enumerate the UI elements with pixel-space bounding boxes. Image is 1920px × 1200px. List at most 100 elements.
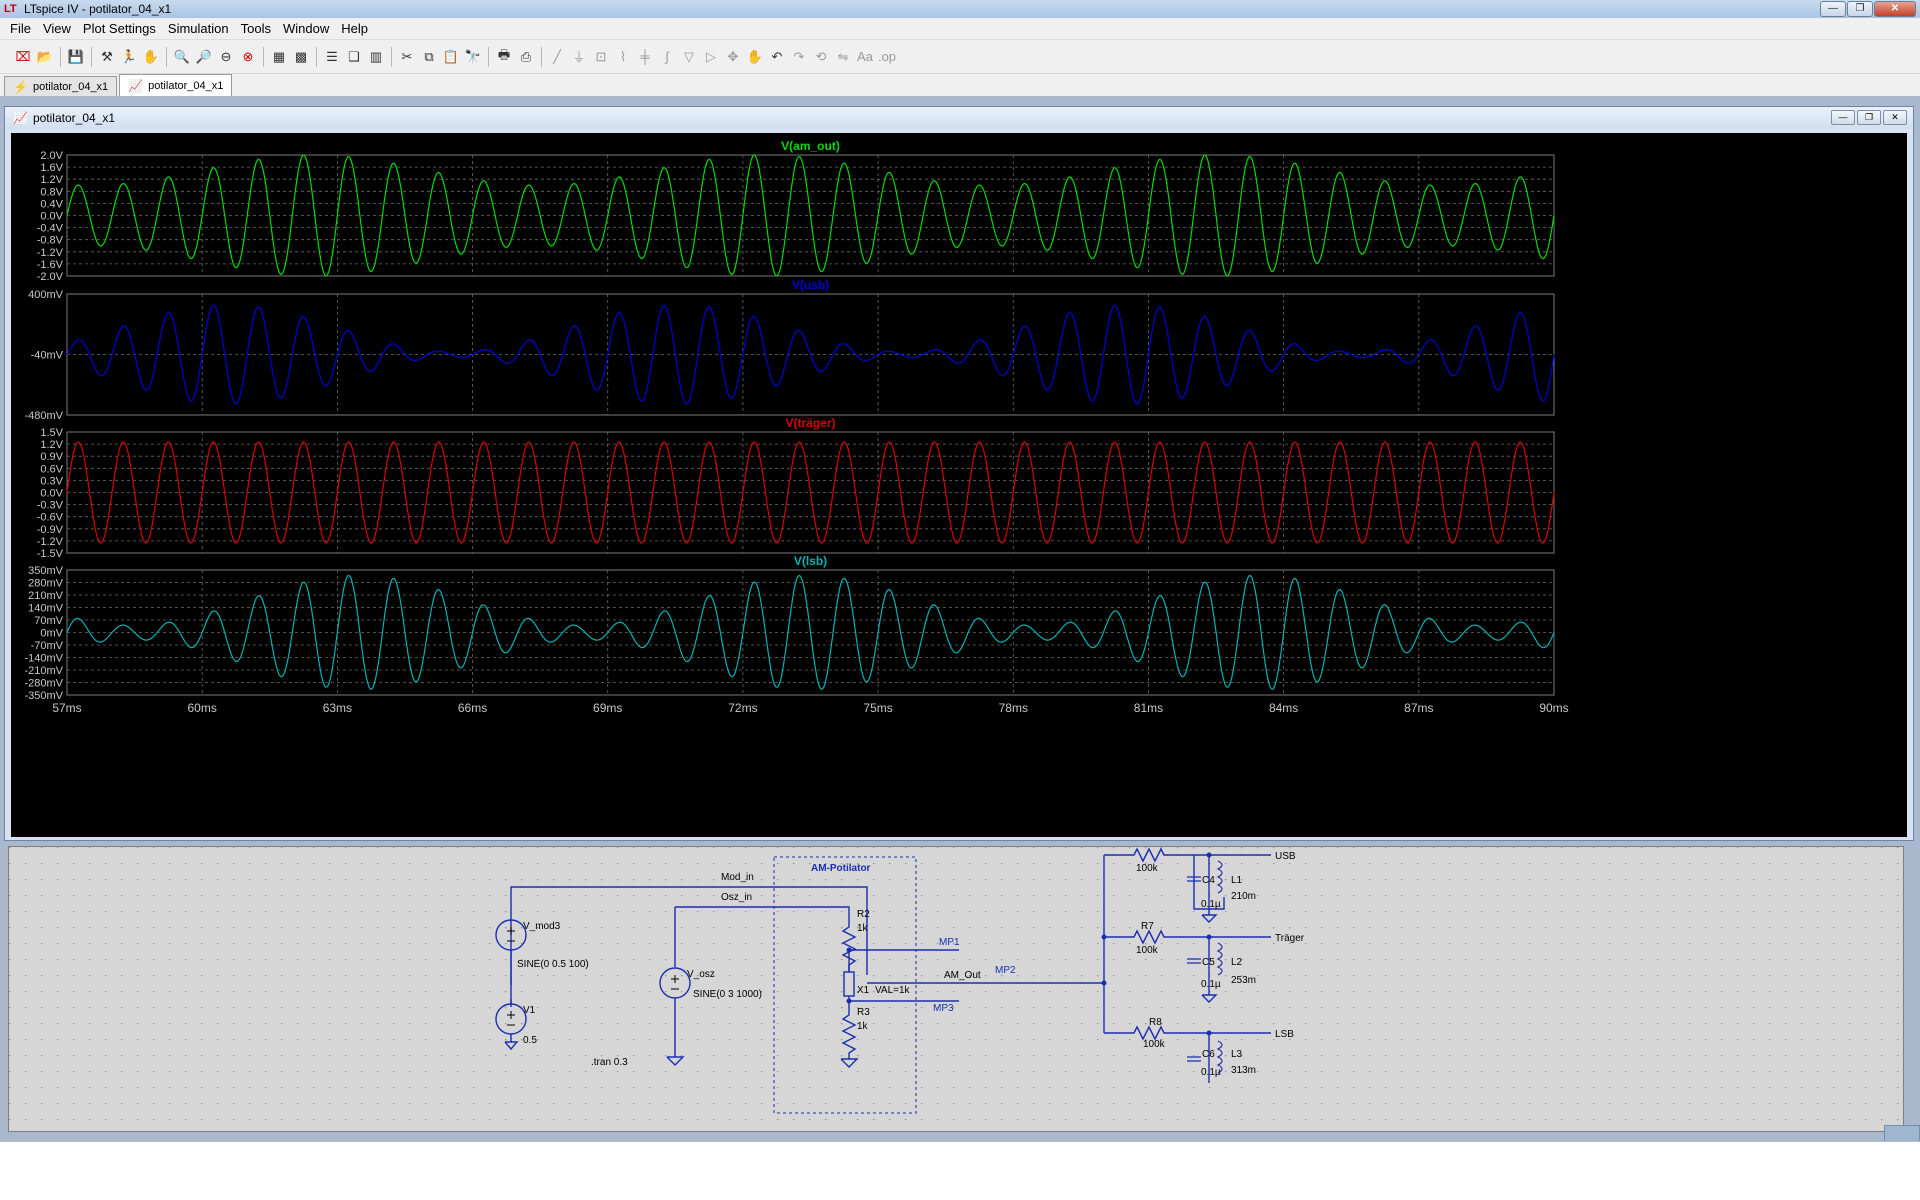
trace-title: V(am_out) — [781, 139, 840, 153]
zoom-out-icon[interactable]: ⊖ — [220, 48, 232, 64]
trace-2 — [66, 441, 1555, 544]
text-icon[interactable]: Aa — [857, 49, 873, 64]
move-icon[interactable]: ✥ — [727, 48, 739, 64]
find-icon[interactable]: 🔭 — [464, 48, 482, 64]
v-osz-label: V_osz — [687, 969, 715, 980]
waveform-svg[interactable]: 2.0V1.6V1.2V0.8V0.4V0.0V-0.4V-0.8V-1.2V-… — [11, 133, 1907, 837]
mdi-restore-button[interactable]: ❐ — [1857, 110, 1881, 125]
menu-tools[interactable]: Tools — [240, 21, 271, 36]
l1-symbol — [1216, 860, 1223, 894]
x1-value: VAL=1k — [875, 985, 911, 996]
tab-schematic[interactable]: ⚡ potilator_04_x1 — [4, 76, 118, 96]
cascade-icon[interactable]: ❏ — [348, 48, 360, 64]
rotate-icon[interactable]: ⟲ — [815, 48, 827, 64]
menu-view[interactable]: View — [42, 21, 71, 36]
x-tick-label: 81ms — [1134, 701, 1163, 715]
y-tick-label: 1.5V — [40, 427, 63, 439]
schematic-svg[interactable]: Mod_in Osz_in AM-Potilator V_mod3 SINE(0… — [9, 847, 1905, 1133]
menu-plot-settings[interactable]: Plot Settings — [82, 21, 156, 36]
ground-icon[interactable]: ⏚ — [572, 50, 586, 65]
open-icon[interactable]: 📂 — [36, 48, 54, 64]
mdi-minimize-button[interactable]: — — [1831, 110, 1855, 125]
schematic-wires — [495, 847, 1271, 1083]
print-setup-icon[interactable]: 🖶 — [497, 46, 511, 62]
autorange-icon[interactable]: ▦ — [272, 48, 286, 64]
pan-icon[interactable]: 🔎 — [195, 48, 213, 64]
v1-label: V1 — [523, 1005, 536, 1016]
mdi-close-button[interactable]: ✕ — [1883, 110, 1907, 125]
y-tick-label: 1.2V — [40, 439, 63, 451]
v-mod3-value: SINE(0 0.5 100) — [517, 959, 589, 970]
undo-icon[interactable]: ↶ — [771, 48, 783, 64]
tile-horizontal-icon[interactable]: ☰ — [326, 48, 338, 64]
toolbar-separator — [91, 46, 92, 67]
capacitor-icon[interactable]: ╪ — [640, 49, 650, 64]
r2-value: 1k — [857, 923, 869, 934]
minimize-button[interactable]: — — [1820, 1, 1846, 17]
trace-title: V(usb) — [792, 278, 829, 292]
schematic-window[interactable]: Mod_in Osz_in AM-Potilator V_mod3 SINE(0… — [8, 846, 1905, 1133]
resistor-icon[interactable]: ⌇ — [619, 48, 627, 64]
c4-value: 0.1µ — [1201, 899, 1221, 910]
y-tick-label: 350mV — [28, 565, 64, 577]
tab-label: potilator_04_x1 — [32, 80, 109, 93]
trace-title: V(lsb) — [794, 554, 827, 568]
component-icon[interactable]: ▷ — [706, 48, 716, 64]
c4-label: C4 — [1202, 875, 1215, 886]
r7-label: R7 — [1141, 921, 1154, 932]
y-tick-label: 0.6V — [40, 463, 63, 475]
toolbar-separator — [391, 46, 392, 67]
y-tick-label: -1.2V — [37, 247, 64, 259]
wire-icon[interactable]: ╱ — [553, 48, 561, 64]
close-button[interactable]: ✕ — [1874, 1, 1916, 17]
waveform-icon: 📈 — [128, 78, 144, 93]
y-tick-label: -350mV — [24, 690, 63, 702]
tab-waveform[interactable]: 📈 potilator_04_x1 — [119, 74, 233, 96]
redo-icon[interactable]: ↷ — [793, 48, 805, 64]
c5-value: 0.1µ — [1201, 979, 1221, 990]
maximize-button[interactable]: ❐ — [1847, 1, 1873, 17]
halt-icon[interactable]: ✋ — [142, 48, 160, 64]
y-tick-label: -480mV — [24, 410, 63, 422]
control-panel-icon[interactable]: ⚒ — [101, 48, 113, 64]
paste-icon[interactable]: 📋 — [442, 48, 460, 64]
menu-window[interactable]: Window — [282, 21, 330, 36]
inductor-icon[interactable]: ∫ — [665, 49, 669, 64]
r7-value: 100k — [1136, 945, 1159, 956]
menu-simulation[interactable]: Simulation — [167, 21, 229, 36]
print-icon[interactable]: ⎙ — [520, 48, 532, 64]
copy-icon[interactable]: ⧉ — [424, 48, 434, 64]
v1-value: 0.5 — [523, 1035, 537, 1046]
zoom-fit-icon[interactable]: ⊗ — [242, 48, 254, 64]
y-tick-label: 0.0V — [40, 488, 63, 500]
y-tick-label: 140mV — [28, 603, 64, 615]
mp3-label: MP3 — [933, 1003, 954, 1014]
save-icon[interactable]: 💾 — [67, 48, 85, 64]
schematic-grid — [9, 847, 1905, 1133]
diode-icon[interactable]: ▽ — [684, 48, 694, 64]
mirror-icon[interactable]: ⇋ — [837, 48, 849, 64]
y-tick-label: -1.5V — [37, 548, 64, 560]
c6-value: 0.1µ — [1201, 1067, 1221, 1078]
tile-vertical-icon[interactable]: ▥ — [369, 48, 383, 64]
r8-value: 100k — [1143, 1039, 1166, 1050]
mp2-label: MP2 — [995, 965, 1016, 976]
zoom-in-icon[interactable]: 🔍 — [173, 48, 191, 64]
trace-0 — [66, 154, 1555, 277]
l2-symbol — [1216, 942, 1223, 976]
am-potilator-label: AM-Potilator — [811, 863, 871, 874]
cut-icon[interactable]: ✂ — [401, 48, 413, 64]
grid-icon[interactable]: ▩ — [294, 48, 308, 64]
drag-icon[interactable]: ✋ — [746, 48, 764, 64]
menu-file[interactable]: File — [10, 21, 31, 36]
y-tick-label: 0.0V — [40, 211, 63, 223]
menu-help[interactable]: Help — [341, 21, 368, 36]
label-net-icon[interactable]: ⊡ — [595, 48, 607, 64]
y-tick-label: 0.8V — [40, 186, 63, 198]
run-icon[interactable]: 🏃 — [120, 48, 138, 64]
new-schematic-icon[interactable]: ⌧ — [15, 48, 31, 64]
l3-label: L3 — [1231, 1049, 1243, 1060]
spice-directive-icon[interactable]: .op — [877, 49, 897, 64]
c5-symbol — [1187, 958, 1201, 964]
